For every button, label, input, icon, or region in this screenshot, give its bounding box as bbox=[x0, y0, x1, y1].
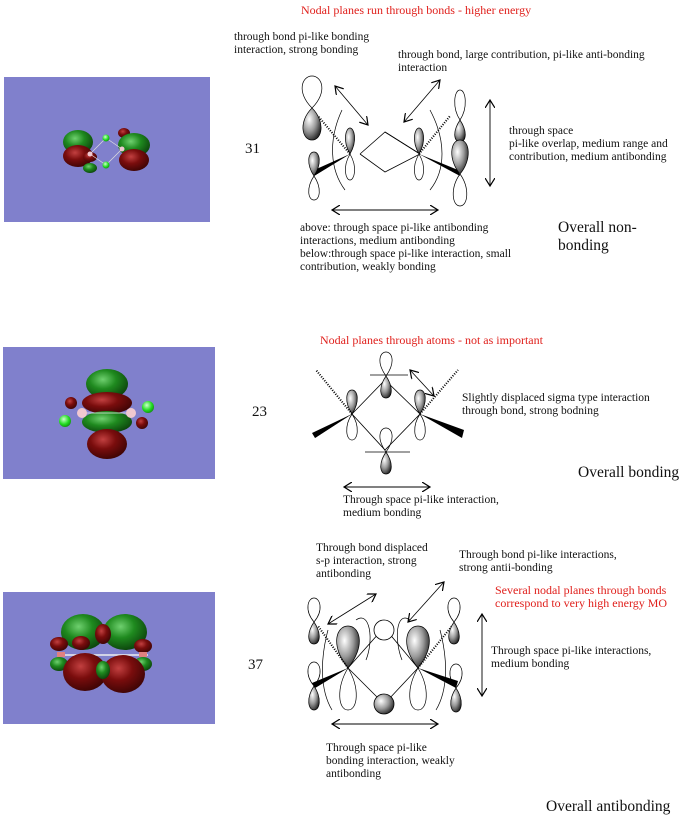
mo-37-note-through-space-right: Through space pi-like interactions, medi… bbox=[491, 645, 652, 670]
mo-37-headline: Several nodal planes through bonds corre… bbox=[495, 583, 668, 610]
mo-37-orbital-image bbox=[50, 614, 152, 693]
mo-37-schematic bbox=[307, 580, 510, 740]
mo-31-note-above-below: above: through space pi-like antibonding… bbox=[300, 222, 512, 273]
mo-37-note-bond-antibonding: Through bond pi-like interactions, stron… bbox=[459, 549, 617, 574]
mo-23-note-sigma: Slightly displaced sigma type interactio… bbox=[462, 392, 650, 417]
mo-31-schematic bbox=[301, 75, 510, 220]
mo-37-number: 37 bbox=[248, 657, 263, 673]
mo-31-note-bond-antibonding: through bond, large contribution, pi-lik… bbox=[398, 49, 645, 74]
mo-31-orbital-render bbox=[4, 77, 210, 222]
mo-37-note-through-space-bottom: Through space pi-like bonding interactio… bbox=[326, 742, 455, 780]
mo-37-note-s-p: Through bond displaced s-p interaction, … bbox=[316, 542, 428, 580]
mo-31-overall: Overall non- bonding bbox=[558, 219, 637, 254]
mo-31-number: 31 bbox=[245, 141, 260, 157]
mo-31-note-bond-bonding: through bond pi-like bonding interaction… bbox=[234, 31, 370, 56]
mo-23-number: 23 bbox=[252, 404, 267, 420]
mo-31-orbital-image bbox=[63, 128, 150, 173]
mo-37-orbital-render bbox=[3, 592, 215, 724]
mo-31-note-through-space: through space pi-like overlap, medium ra… bbox=[509, 125, 668, 163]
mo-31-headline: Nodal planes run through bonds - higher … bbox=[301, 3, 532, 17]
mo-37-overall: Overall antibonding bbox=[546, 798, 671, 815]
mo-23-schematic bbox=[312, 351, 464, 500]
mo-23-orbital-image bbox=[59, 369, 154, 459]
mo-23-orbital-render bbox=[3, 347, 215, 479]
mo-23-note-through-space: Through space pi-like interaction, mediu… bbox=[343, 494, 499, 519]
mo-23-headline: Nodal planes through atoms - not as impo… bbox=[320, 333, 543, 347]
mo-23-overall: Overall bonding bbox=[578, 464, 680, 481]
